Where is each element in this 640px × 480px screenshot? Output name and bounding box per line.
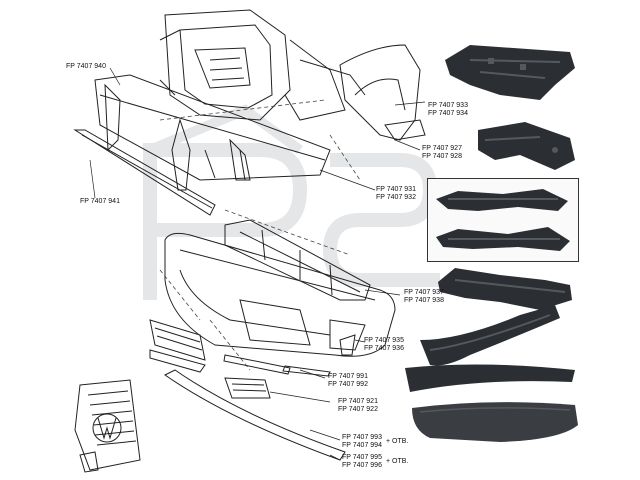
bracket-927-photo	[478, 122, 575, 170]
label-line: FP 7407 933	[428, 102, 468, 109]
impact-absorber	[224, 219, 371, 301]
label-fp-7407-993: FP 7407 993 FP 7407 994	[342, 434, 382, 450]
label-line: FP 7407 995	[342, 454, 382, 461]
strip-991-photo	[405, 364, 575, 392]
label-line: FP 7407 935	[364, 337, 404, 344]
label-fp-7407-940: FP 7407 940	[66, 63, 106, 71]
label-fp-7407-921: FP 7407 921 FP 7407 922	[338, 398, 378, 414]
absorber-strip	[73, 129, 216, 216]
label-line: FP 7407 992	[328, 381, 368, 388]
label-line: FP 7407 938	[404, 297, 444, 304]
front-end-carrier	[159, 9, 366, 191]
frame-photo-parts	[436, 189, 570, 251]
absorber-937-photo	[438, 268, 572, 310]
label-fp-7407-931: FP 7407 931 FP 7407 932	[376, 186, 416, 202]
label-line: FP 7407 996	[342, 462, 382, 469]
label-fp-7407-995: FP 7407 995 FP 7407 996	[342, 454, 382, 470]
label-note-993: + OTB.	[386, 438, 408, 446]
spoiler-lip	[164, 369, 346, 461]
assembly-dashed-lines	[159, 99, 361, 371]
label-fp-7407-941: FP 7407 941	[80, 198, 120, 206]
label-line: FP 7407 922	[338, 406, 378, 413]
label-line: FP 7407 994	[342, 442, 382, 449]
label-line: FP 7407 928	[422, 153, 462, 160]
label-line: FP 7407 921	[338, 398, 378, 405]
label-note: + OTB.	[386, 438, 409, 445]
label-line: FP 7407 931	[376, 186, 416, 193]
label-line: FP 7407 936	[364, 345, 404, 352]
trim-strip	[223, 354, 331, 377]
label-line: FP 7407 941	[80, 198, 120, 205]
fog-lamp-grille	[224, 377, 271, 399]
label-line: FP 7407 993	[342, 434, 382, 441]
label-line: FP 7407 934	[428, 110, 468, 117]
label-fp-7407-991: FP 7407 991 FP 7407 992	[328, 373, 368, 389]
label-line: FP 7407 937	[404, 289, 444, 296]
label-fp-7407-927: FP 7407 927 FP 7407 928	[422, 145, 462, 161]
label-line: FP 7407 940	[66, 63, 106, 70]
label-fp-7407-937: FP 7407 937 FP 7407 938	[404, 289, 444, 305]
label-note-995: + OTB.	[386, 458, 408, 466]
photo-frame-931	[427, 178, 579, 262]
lower-grille	[149, 319, 206, 373]
bracket-933-photo	[445, 45, 575, 100]
label-fp-7407-933: FP 7407 933 FP 7407 934	[428, 102, 468, 118]
label-line: FP 7407 991	[328, 373, 368, 380]
cover-921-photo	[412, 402, 578, 442]
radiator-grille	[74, 379, 141, 473]
leader-lines	[89, 67, 426, 461]
label-note: + OTB.	[386, 458, 409, 465]
bumper-cover	[164, 232, 396, 357]
bumper-reinforcement	[94, 74, 331, 181]
trim-935-photo	[420, 305, 560, 366]
side-bracket	[339, 334, 356, 356]
label-fp-7407-935: FP 7407 935 FP 7407 936	[364, 337, 404, 353]
label-line: FP 7407 927	[422, 145, 462, 152]
label-line: FP 7407 932	[376, 194, 416, 201]
front-fender	[339, 44, 426, 141]
